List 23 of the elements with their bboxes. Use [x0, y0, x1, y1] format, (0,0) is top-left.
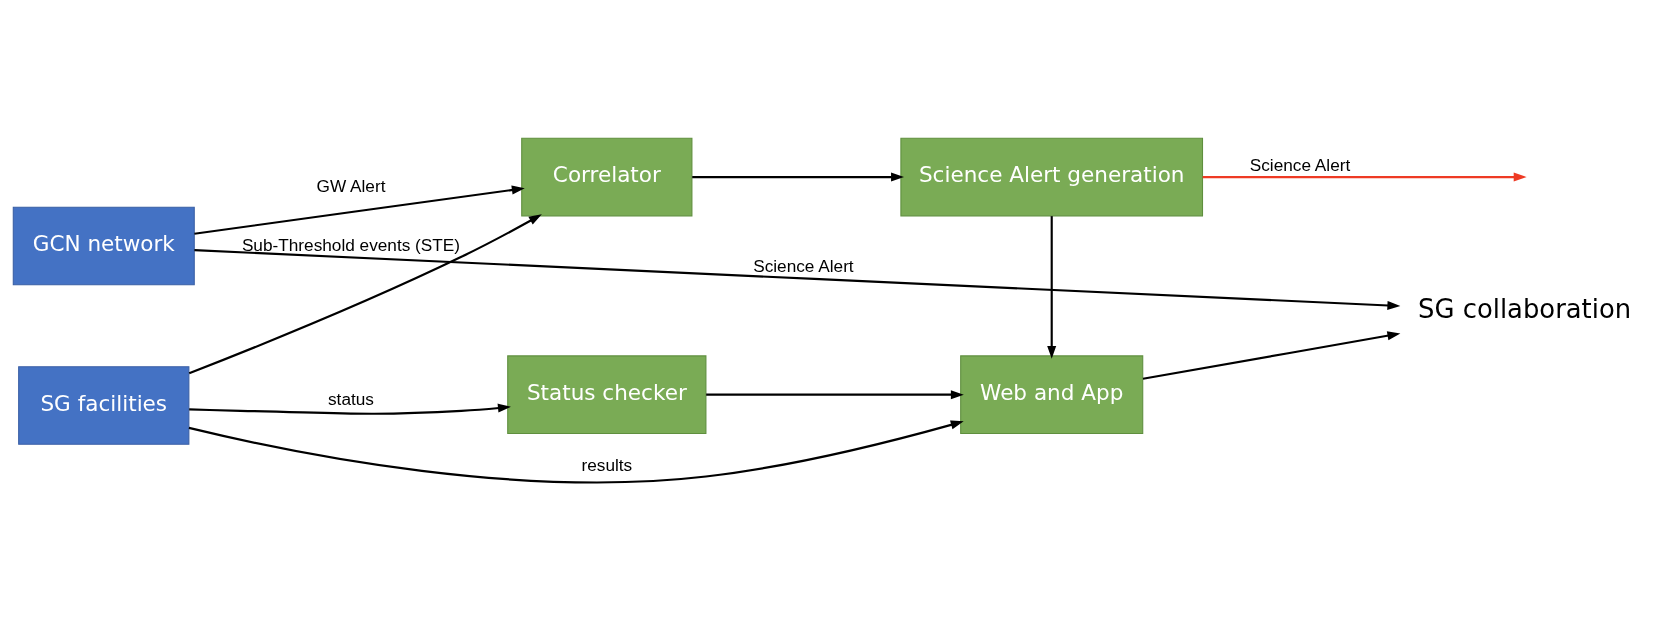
node-text: SG collaboration — [1418, 294, 1632, 325]
arrow — [1047, 216, 1057, 359]
edge-label: Science Alert — [1249, 155, 1351, 176]
edge-label: GW Alert — [316, 175, 386, 196]
edge-label: results — [581, 454, 633, 475]
arrow — [1202, 172, 1527, 182]
node-box: GCN network — [12, 206, 195, 286]
node-box: Status checker — [507, 355, 707, 434]
arrow — [194, 249, 1401, 310]
arrow — [692, 172, 904, 182]
edge-label: status — [328, 389, 374, 410]
arrow — [194, 185, 525, 235]
edge-label: Science Alert — [753, 255, 854, 276]
node-box: SG facilities — [18, 366, 190, 445]
node-box: Web and App — [960, 355, 1144, 434]
node-box: Correlator — [521, 137, 693, 217]
arrow — [189, 403, 511, 415]
arrow — [188, 214, 542, 375]
arrow — [1142, 331, 1401, 380]
edge-label: Sub-Threshold events (STE) — [241, 235, 461, 256]
arrow — [188, 420, 964, 484]
node-box: Science Alert generation — [900, 137, 1204, 217]
arrow — [706, 390, 964, 400]
